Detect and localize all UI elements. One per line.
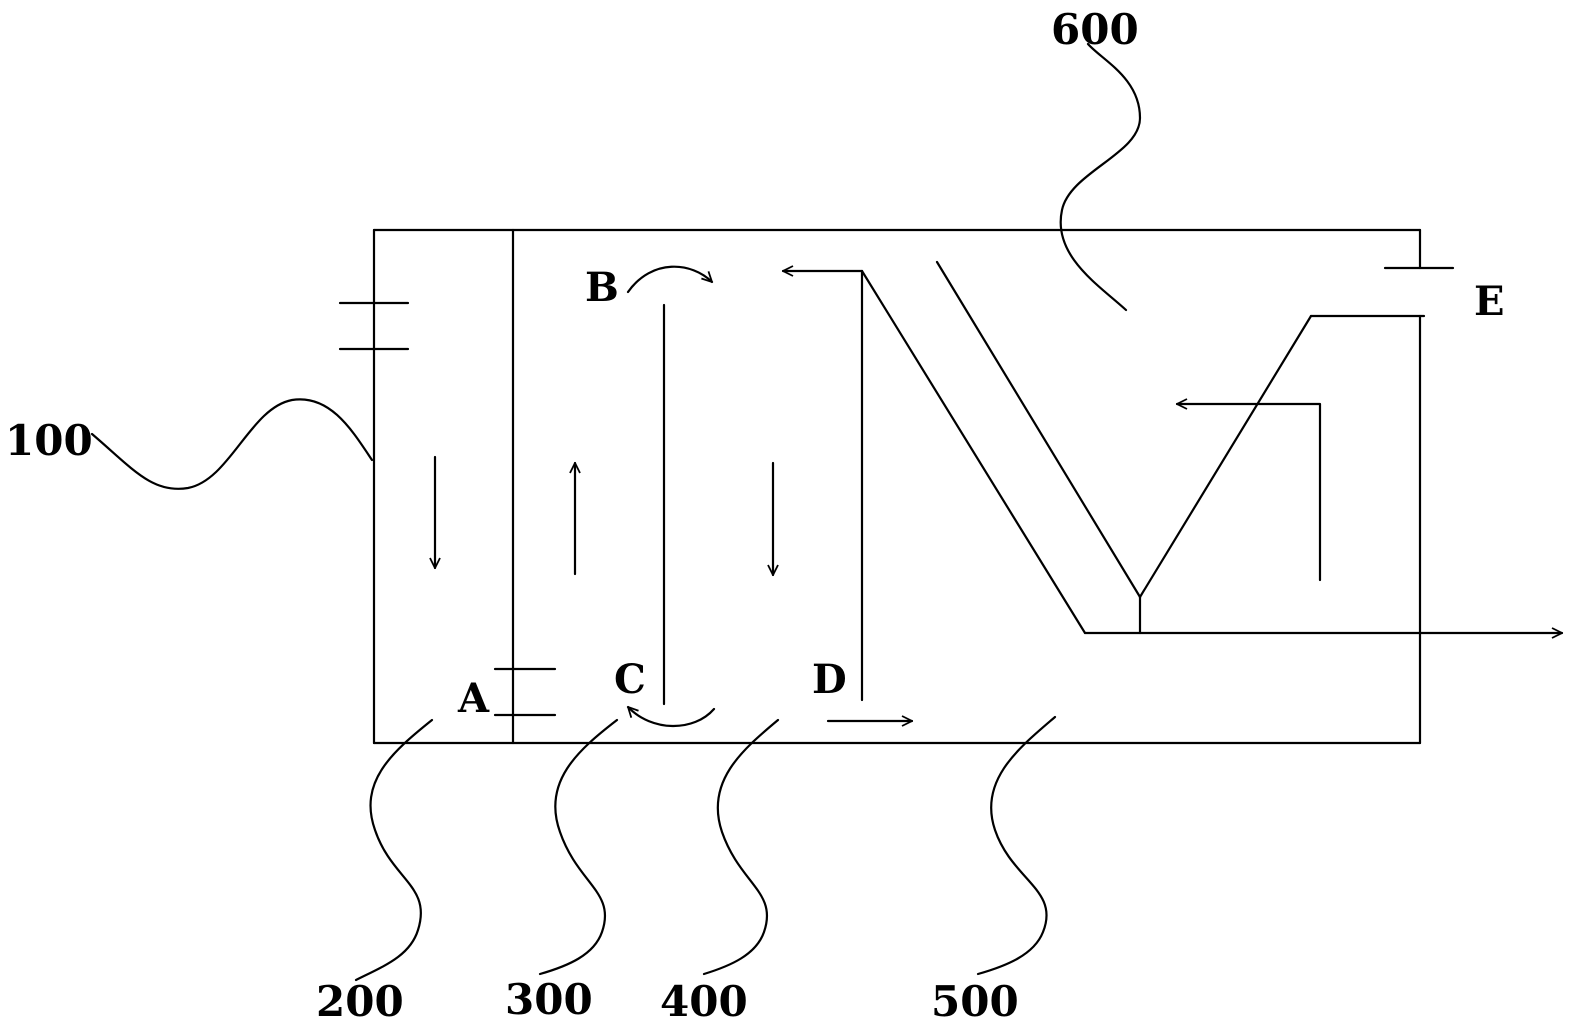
leader-line-600 [1059, 42, 1142, 312]
point-label-c: C [614, 656, 646, 703]
curved-arrow-icon [628, 707, 716, 728]
reference-numeral-400: 400 [660, 977, 748, 1026]
leader-line-100 [90, 398, 374, 490]
leader-line-500 [976, 715, 1057, 976]
point-label-a: A [457, 675, 490, 722]
reference-numeral-200: 200 [316, 977, 404, 1026]
point-label-d: D [812, 656, 847, 703]
leader-line-400 [702, 718, 780, 976]
tank-outline [372, 228, 1422, 745]
leader-lines [90, 42, 1142, 982]
leader-line-200 [354, 718, 434, 982]
point-label-e: E [1474, 278, 1505, 325]
opening-a-pipe [493, 667, 557, 717]
reference-numeral-500: 500 [931, 977, 1019, 1026]
inlet-pipe [338, 301, 410, 351]
inclined-separator [860, 260, 1426, 635]
curved-arrow-icon [626, 265, 712, 294]
left-arrow-icon [1175, 404, 1322, 582]
flow-arrows [435, 265, 1564, 728]
reference-numeral-600: 600 [1051, 5, 1139, 54]
reference-numeral-300: 300 [505, 975, 593, 1024]
leader-line-300 [538, 718, 619, 976]
reference-numeral-100: 100 [5, 416, 93, 465]
point-label-b: B [585, 264, 619, 311]
